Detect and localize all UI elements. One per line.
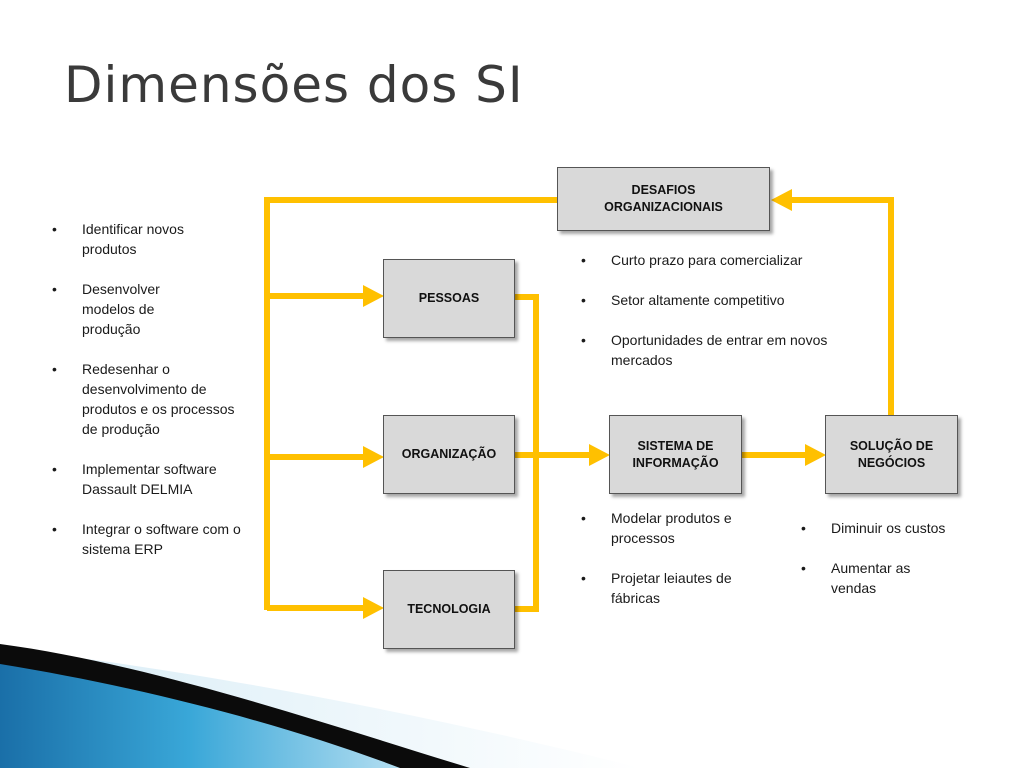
arrowhead-sistema — [589, 444, 610, 466]
box-desafios-label: DESAFIOS ORGANIZACIONAIS — [604, 183, 723, 214]
list-item: Integrar o software com o sistema ERP — [48, 519, 262, 559]
box-tecnologia: TECNOLOGIA — [383, 570, 515, 649]
list-item: Identificar novos produtos — [48, 219, 212, 259]
box-tecnologia-label: TECNOLOGIA — [407, 602, 491, 616]
connector-desafios-to-left-bus — [264, 197, 558, 610]
list-item: Desenvolver modelos de produção — [48, 279, 192, 339]
box-sistema-de-informacao: SISTEMA DE INFORMAÇÃO — [609, 415, 742, 494]
solucao-bullet-list: Diminuir os custos Aumentar as vendas — [797, 518, 997, 618]
list-item: Projetar leiautes de fábricas — [577, 568, 761, 608]
sistema-bullet-list: Modelar produtos e processos Projetar le… — [577, 508, 777, 628]
box-sistema-label: SISTEMA DE INFORMAÇÃO — [632, 438, 719, 470]
box-desafios-organizacionais: DESAFIOS ORGANIZACIONAIS — [557, 167, 770, 231]
box-solucao-de-negocios: SOLUÇÃO DE NEGÓCIOS — [825, 415, 958, 494]
arrowhead-desafios — [771, 189, 792, 211]
left-bullet-list: Identificar novos produtos Desenvolver m… — [48, 219, 258, 579]
box-organizacao-label: ORGANIZAÇÃO — [401, 447, 497, 461]
box-pessoas: PESSOAS — [383, 259, 515, 338]
list-item: Oportunidades de entrar em novos mercado… — [577, 330, 831, 370]
arrowhead-tecnologia — [363, 597, 384, 619]
arrowhead-pessoas — [363, 285, 384, 307]
box-pessoas-label: PESSOAS — [418, 291, 480, 305]
arrowhead-organizacao — [363, 446, 384, 468]
list-item: Redesenhar o desenvolvimento de produtos… — [48, 359, 252, 439]
list-item: Diminuir os custos — [797, 518, 997, 538]
swoosh-dark-band — [0, 644, 470, 768]
connector-solucao-to-desafios — [790, 197, 894, 417]
list-item: Aumentar as vendas — [797, 558, 941, 598]
list-item: Modelar produtos e processos — [577, 508, 761, 548]
arrowhead-solucao — [805, 444, 826, 466]
box-organizacao: ORGANIZAÇÃO — [383, 415, 515, 494]
list-item: Curto prazo para comercializar — [577, 250, 867, 270]
box-solucao-label: SOLUÇÃO DE NEGÓCIOS — [849, 438, 934, 470]
slide-title: Dimensões dos SI — [64, 56, 524, 114]
list-item: Implementar software Dassault DELMIA — [48, 459, 222, 499]
desafios-bullet-list: Curto prazo para comercializar Setor alt… — [577, 250, 867, 390]
list-item: Setor altamente competitivo — [577, 290, 867, 310]
